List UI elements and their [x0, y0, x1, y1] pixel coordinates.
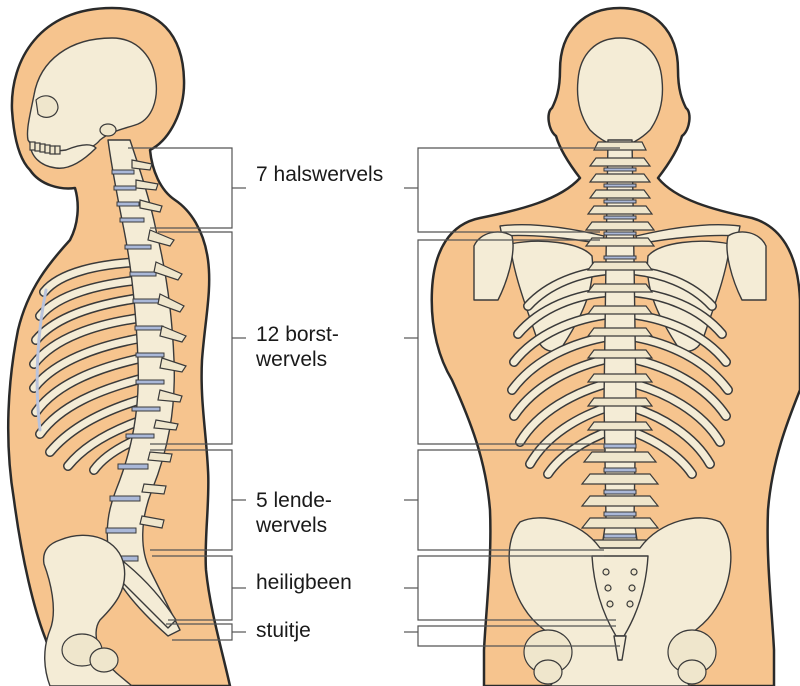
label-thoracic-line1: 12 borst- — [256, 322, 339, 347]
side-eye-socket — [36, 96, 58, 118]
label-lumbar-vertebrae: 5 lende- wervels — [256, 488, 332, 538]
back-view-figure — [432, 8, 800, 686]
side-view-figure — [8, 8, 230, 686]
label-coccyx: stuitje — [256, 618, 311, 643]
left-femur-head — [534, 660, 562, 684]
label-thoracic-vertebrae: 12 borst- wervels — [256, 322, 339, 372]
side-femur-head — [90, 648, 118, 672]
right-femur-head — [678, 660, 706, 684]
label-cervical-vertebrae: 7 halswervels — [256, 162, 383, 187]
label-thoracic-line2: wervels — [256, 347, 339, 372]
label-coccyx-text: stuitje — [256, 618, 311, 643]
label-cervical-text: 7 halswervels — [256, 162, 383, 187]
label-sacrum-text: heiligbeen — [256, 570, 352, 595]
label-sacrum: heiligbeen — [256, 570, 352, 595]
label-lumbar-line2: wervels — [256, 513, 332, 538]
label-lumbar-line1: 5 lende- — [256, 488, 332, 513]
back-skull — [578, 38, 663, 146]
side-ear-bone — [100, 124, 116, 136]
